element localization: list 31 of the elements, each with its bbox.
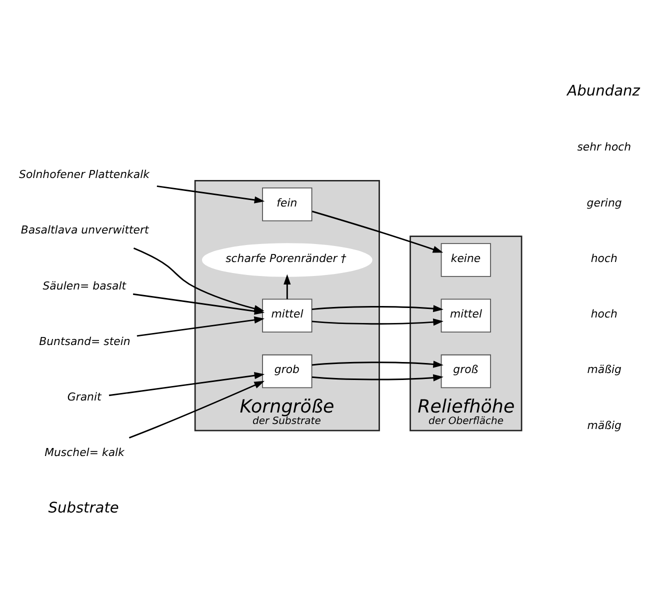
node-box: fein xyxy=(262,187,312,222)
node-text: Solnhofener Plattenkalk xyxy=(19,168,150,181)
node-text: Muschel= kalk xyxy=(44,446,124,460)
node-ellipse: scharfe Porenränder † xyxy=(202,243,372,277)
arrow xyxy=(128,380,265,438)
arrow xyxy=(312,374,444,382)
arrow xyxy=(156,185,265,204)
node-text: Basaltlava unverwittert xyxy=(20,224,149,237)
label: Substrate xyxy=(48,499,119,516)
arrow xyxy=(108,372,265,396)
label: sehr hoch xyxy=(577,140,632,154)
node-box: mittel xyxy=(262,298,312,333)
node-box: mittel xyxy=(440,298,491,333)
node-text: Buntsand= stein xyxy=(39,334,130,348)
label: gering xyxy=(586,196,622,210)
arrow xyxy=(312,360,444,368)
arrow xyxy=(312,318,444,326)
node-text: Granit xyxy=(67,390,102,404)
arrow xyxy=(136,316,265,337)
node-box: keine xyxy=(440,243,491,277)
label: Abundanz xyxy=(567,82,640,100)
node-box: grob xyxy=(262,354,312,388)
arrow xyxy=(312,305,444,312)
label: hoch xyxy=(590,252,618,265)
label: mäßig xyxy=(587,418,622,432)
arrow xyxy=(284,274,291,300)
label: mäßig xyxy=(587,363,622,376)
label: hoch xyxy=(590,308,618,321)
node-text: Säulen= basalt xyxy=(42,279,126,292)
node-box: groß xyxy=(440,354,491,388)
arrow xyxy=(312,210,444,253)
